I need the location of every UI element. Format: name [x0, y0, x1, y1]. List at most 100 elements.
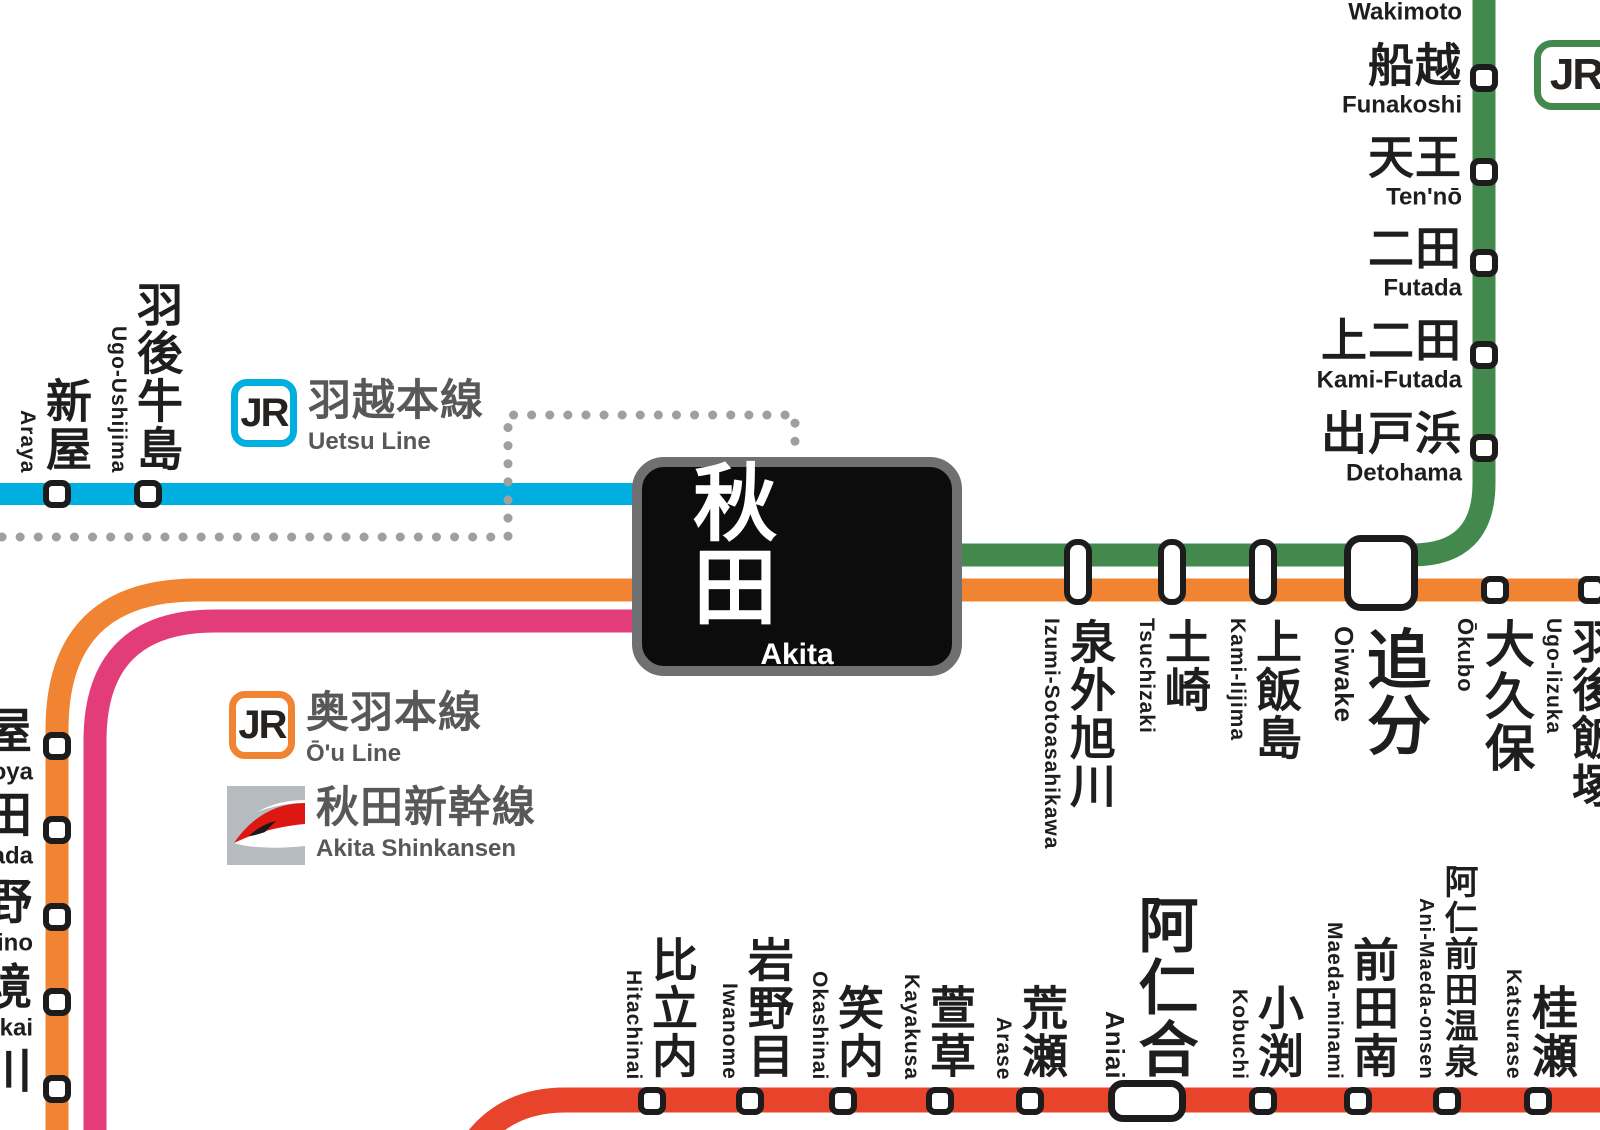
- station-marker: [1249, 539, 1277, 605]
- station-name-en: Funakoshi: [1341, 91, 1462, 119]
- station-name-ja: 田: [0, 789, 33, 843]
- station-marker: [1158, 539, 1186, 605]
- station-marker: [1470, 64, 1498, 92]
- station-marker: [926, 1087, 954, 1115]
- station-marker: [638, 1087, 666, 1115]
- station-marker: [1578, 576, 1600, 604]
- legend-uetsu-name-en: Uetsu Line: [308, 428, 431, 456]
- station-name-ja: 出戸浜: [1321, 407, 1462, 460]
- station-marker: [43, 903, 71, 931]
- station-marker: [43, 988, 71, 1016]
- station-marker: [1524, 1087, 1552, 1115]
- station-name-en: Kami-Futada: [1316, 366, 1462, 394]
- station-name-en: Futada: [1383, 274, 1462, 302]
- station-label: 田ada: [0, 789, 33, 870]
- station-marker: [1470, 249, 1498, 277]
- station-name-en: Ōkubo: [1453, 618, 1478, 693]
- station-name-ja: 船越: [1368, 39, 1462, 92]
- station-marker: [736, 1087, 764, 1115]
- station-name-en: Ugo-Iizuka: [1542, 618, 1565, 735]
- station-name-ja: 羽後飯塚: [1566, 618, 1600, 810]
- station-name-ja: 大久保: [1478, 618, 1534, 774]
- station-marker: [1481, 576, 1509, 604]
- station-name-en: Okashinai: [808, 970, 831, 1080]
- station-marker: [1344, 535, 1418, 611]
- station-name-en: Ten'nō: [1386, 183, 1462, 211]
- station-marker: [43, 1075, 71, 1103]
- oga-line-path: [952, 0, 1496, 567]
- station-marker: [1470, 434, 1498, 462]
- station-name-en: Ani-Maeda-onsen: [1415, 898, 1437, 1080]
- station-marker: [134, 480, 162, 508]
- station-name-en: Izumi-Sotoasahikawa: [1040, 618, 1063, 850]
- station-marker: [1064, 539, 1092, 605]
- station-name-en: Katsurase: [1502, 969, 1525, 1080]
- akita-nairiku-line-path: [468, 1087, 1600, 1130]
- station-name-ja: 岩野目: [742, 936, 794, 1080]
- station-name-ja: 比立内: [646, 936, 698, 1080]
- station-label: Wakimoto: [1348, 0, 1462, 25]
- akita-station-name-ja: 秋田: [693, 456, 829, 635]
- station-name-en: ada: [0, 842, 33, 870]
- station-name-en: Maeda-minami: [1323, 922, 1346, 1080]
- jr-logo-icon: JR: [231, 379, 297, 447]
- station-name-en: ino: [0, 929, 33, 957]
- station-marker: [43, 732, 71, 760]
- station-name-en: Hitachinai: [622, 969, 645, 1080]
- station-name-ja: 荒瀬: [1016, 984, 1068, 1080]
- station-marker: [1016, 1087, 1044, 1115]
- station-name-en: Aniai: [1100, 1011, 1130, 1080]
- jr-logo-icon: JR: [229, 691, 295, 759]
- akita-station-name-en: Akita: [760, 637, 834, 671]
- station-name-en: kai: [0, 1014, 33, 1042]
- station-label: 川: [0, 1047, 33, 1097]
- station-marker: [1433, 1087, 1461, 1115]
- station-name-en: Kobuchi: [1228, 989, 1251, 1080]
- legend-shinkansen-name-ja: 秋田新幹線: [316, 784, 536, 832]
- legend-shinkansen-name-en: Akita Shinkansen: [316, 835, 517, 863]
- station-name-ja: 泉外旭川: [1064, 618, 1116, 810]
- station-name-ja: 羽後牛島: [131, 281, 183, 473]
- station-name-ja: 野: [0, 876, 33, 930]
- station-name-en: Kami-Iijima: [1226, 618, 1249, 742]
- station-name-en: oya: [0, 758, 33, 786]
- shinkansen-icon: [227, 786, 305, 865]
- dotted-connector-path: [0, 410, 800, 542]
- station-name-en: Araya: [16, 409, 39, 473]
- akita-shinkansen-path: [83, 609, 644, 1130]
- legend-ou-text: 奥羽本線 Ō'u Line: [306, 690, 482, 768]
- station-name-en: Iwanome: [718, 983, 741, 1080]
- station-marker: [1108, 1080, 1186, 1122]
- station-marker: [1249, 1087, 1277, 1115]
- legend-ou-line: JR 奥羽本線 Ō'u Line: [229, 690, 482, 768]
- jr-logo-icon: JR: [1534, 40, 1600, 110]
- station-name-ja: 前田南: [1347, 936, 1399, 1080]
- station-marker: [829, 1087, 857, 1115]
- station-name-ja: 阿仁合: [1130, 894, 1197, 1080]
- station-name-ja: 上二田: [1321, 314, 1462, 367]
- station-name-ja: 萱草: [924, 984, 976, 1080]
- station-name-en: Oiwake: [1329, 626, 1359, 724]
- station-marker: [43, 480, 71, 508]
- legend-shinkansen-text: 秋田新幹線 Akita Shinkansen: [316, 784, 536, 863]
